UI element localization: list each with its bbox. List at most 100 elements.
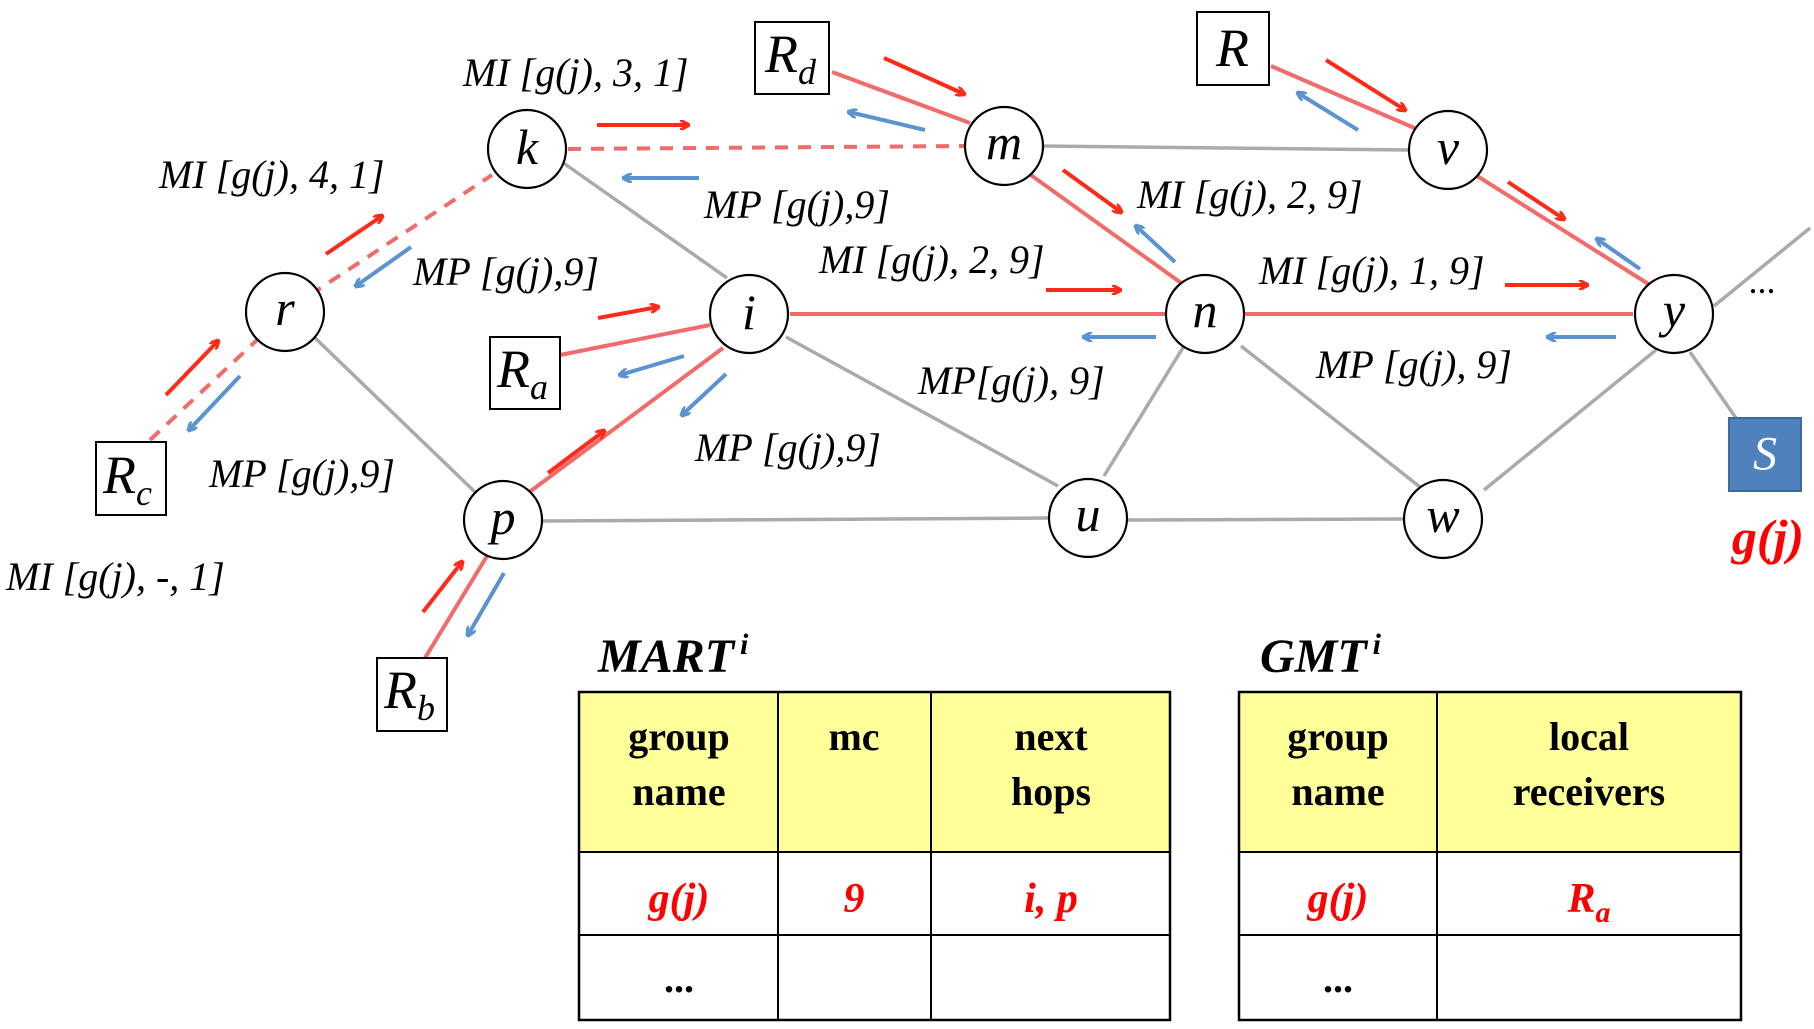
node-label: m xyxy=(986,114,1022,170)
mi-arrow-v-y xyxy=(1506,180,1564,219)
node-p: p xyxy=(462,479,544,561)
edge-n-w xyxy=(1239,344,1422,489)
msg-mi-rc: MI [g(j), -, 1] xyxy=(5,554,225,599)
receiver-rb: Rb xyxy=(376,657,448,732)
edge-k-m-dashed xyxy=(567,144,967,151)
node-v: v xyxy=(1407,109,1489,191)
receiver-subscript: b xyxy=(417,688,435,728)
mi-arrow-r-v xyxy=(1324,58,1405,110)
svg-text:Rd: Rd xyxy=(764,24,817,92)
msg-mp-n-i: MP[g(j), 9] xyxy=(917,358,1105,403)
msg-mp-y-n: MP [g(j), 9] xyxy=(1315,342,1512,387)
edge-m-v xyxy=(1042,144,1411,152)
mi-arrow-ra-i xyxy=(597,307,658,320)
edge-p-i xyxy=(522,346,725,498)
mart-cell-next-hops: i, p xyxy=(1024,876,1078,922)
edge-u-w xyxy=(1127,517,1404,522)
edge-w-y xyxy=(1482,348,1658,492)
edge-v-y xyxy=(1472,172,1652,287)
mp-arrow-v-r xyxy=(1298,93,1360,132)
node-label: k xyxy=(516,119,539,175)
receiver-ra: Ra xyxy=(489,336,561,410)
mp-arrow-r-rc xyxy=(189,374,242,430)
edge-u-n xyxy=(1102,345,1186,477)
msg-mp-k-r: MP [g(j),9] xyxy=(412,249,599,294)
msg-mi-m-n: MI [g(j), 2, 9] xyxy=(1136,172,1363,217)
mi-arrow-r-k xyxy=(324,216,382,256)
edge-r-v xyxy=(1270,64,1420,132)
edge-rb-p xyxy=(423,554,489,660)
edge-r-p xyxy=(311,334,477,494)
svg-text:Rc: Rc xyxy=(102,445,152,513)
mp-arrow-k-r xyxy=(356,245,413,286)
mp-arrow-m-rd xyxy=(849,112,926,132)
node-label: y xyxy=(1658,282,1686,338)
receiver-r: R xyxy=(1196,11,1270,86)
gray-edges xyxy=(311,144,1812,523)
mp-arrow-i-ra xyxy=(620,354,685,375)
msg-mi-i-n: MI [g(j), 2, 9] xyxy=(818,237,1045,282)
edge-y-out xyxy=(1712,226,1812,308)
mp-arrow-y-v xyxy=(1597,239,1642,271)
msg-mp-r-rc: MP [g(j),9] xyxy=(208,451,395,496)
mi-arrow-rc-r xyxy=(164,341,218,397)
mi-arrow-rb-p xyxy=(421,562,462,614)
node-y: y xyxy=(1633,273,1715,355)
receiver-label: R xyxy=(1215,18,1249,78)
mi-arrows xyxy=(164,56,1587,614)
receivers: Rd R Ra Rc Rb xyxy=(95,11,1270,732)
edge-ra-i xyxy=(559,323,711,357)
node-label: i xyxy=(742,284,756,340)
node-label: v xyxy=(1437,119,1460,175)
mp-arrow-i-p xyxy=(682,372,728,415)
source-group-label: g(j) xyxy=(1731,509,1804,565)
receiver-subscript: c xyxy=(136,473,152,513)
edge-m-n xyxy=(1026,171,1186,287)
node-n: n xyxy=(1164,273,1246,355)
msg-mp-i-p: MP [g(j),9] xyxy=(694,425,881,470)
node-i: i xyxy=(708,273,790,355)
receiver-label: R xyxy=(764,24,798,84)
mi-arrow-m-n xyxy=(1061,168,1121,212)
node-w: w xyxy=(1402,478,1484,560)
edge-rc-r-dashed xyxy=(148,338,259,442)
source-box xyxy=(1728,417,1802,492)
svg-text:R: R xyxy=(1215,18,1249,78)
msg-mi-n-y: MI [g(j), 1, 9] xyxy=(1258,248,1485,293)
receiver-label: R xyxy=(102,445,136,505)
mart-cell-group: g(j) xyxy=(648,876,710,922)
receiver-label: R xyxy=(383,660,417,720)
ellipsis-label: ... xyxy=(1749,261,1776,301)
node-k: k xyxy=(486,108,568,190)
gmt-cell-receivers: Ra xyxy=(1566,876,1610,929)
receiver-rd: Rd xyxy=(754,21,830,95)
source: S g(j) xyxy=(1728,417,1804,565)
mi-arrow-p-i xyxy=(546,431,604,475)
node-m: m xyxy=(963,105,1045,187)
gmt-cell-group: g(j) xyxy=(1307,876,1369,922)
gmt-cell-dots: ... xyxy=(1323,956,1353,1001)
edge-i-u xyxy=(785,335,1059,488)
mp-arrow-n-m xyxy=(1136,226,1177,264)
receiver-label: R xyxy=(496,339,530,399)
node-u: u xyxy=(1047,477,1129,559)
mart-cell-dots: ... xyxy=(664,956,694,1001)
edge-k-i xyxy=(560,160,729,280)
svg-text:Rb: Rb xyxy=(383,660,435,728)
node-label: u xyxy=(1076,486,1101,542)
mart-header-mc: mc xyxy=(828,714,879,759)
receiver-rc: Rc xyxy=(95,441,167,516)
msg-mi-k-m: MI [g(j), 3, 1] xyxy=(462,50,689,95)
svg-text:Ra: Ra xyxy=(496,339,548,407)
node-label: p xyxy=(488,489,516,545)
mart-cell-mc: 9 xyxy=(844,876,865,922)
edge-rd-m xyxy=(831,70,971,125)
node-label: w xyxy=(1426,487,1459,543)
